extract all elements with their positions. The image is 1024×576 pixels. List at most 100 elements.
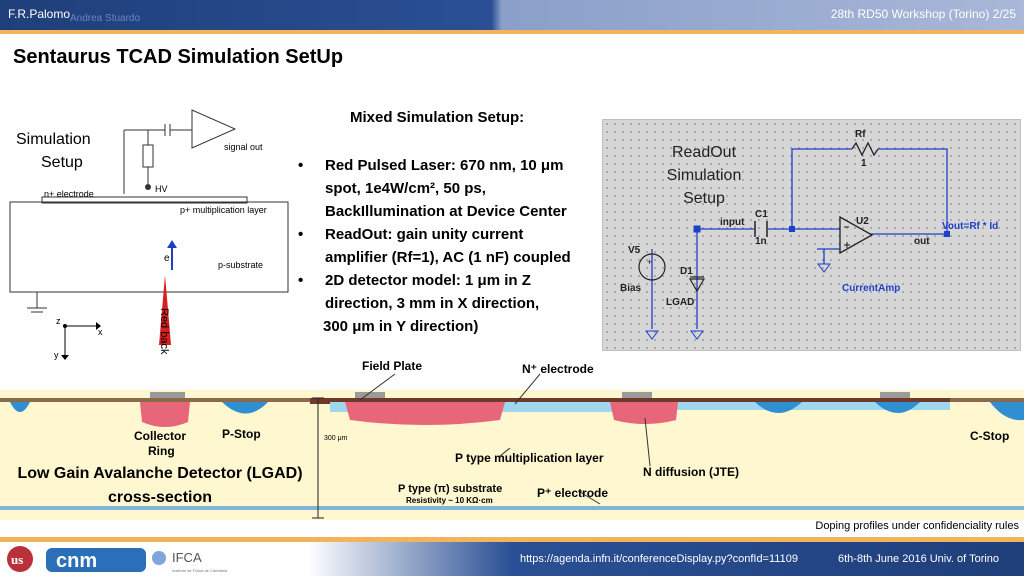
n-implant [345, 402, 505, 425]
bullet-line: Red Pulsed Laser: 670 nm, 10 μm [325, 157, 564, 174]
bullet-line: amplifier (Rf=1), AC (1 nF) coupled [325, 249, 571, 266]
sim-label-line2: Setup [41, 154, 83, 171]
metal-contact [880, 392, 910, 398]
bullet-marker: • [298, 226, 304, 243]
lgad-cross-section-drawing: Field Plate N⁺ electrode Collector Ring … [0, 360, 1024, 519]
bullet-line: spot, 1e4W/cm², 50 ps, [325, 180, 486, 197]
ifca-logo-subtext: Instituto de Física de Cantabria [172, 568, 228, 573]
c-stop-implant [990, 402, 1024, 421]
p-substrate-label: P type (π) substrate [398, 483, 502, 495]
resistor [142, 144, 154, 168]
callout-line [579, 491, 601, 505]
mixed-setup-heading: Mixed Simulation Setup: [350, 109, 525, 126]
electron-arrow-head [167, 240, 177, 248]
p-mult-layer-label: p+ multiplication layer [180, 205, 267, 215]
readout-label-line1: ReadOut [671, 144, 737, 161]
readout-label-line2: Simulation [666, 167, 742, 184]
cnm-logo-bg [46, 548, 146, 572]
seal-mark: us [11, 552, 23, 567]
p-substrate-label: p-substrate [218, 260, 263, 270]
ifca-logo-text: IFCA [172, 550, 202, 565]
c-stop-label: C-Stop [970, 429, 1009, 443]
backside-electrode [0, 506, 1024, 510]
schematic-node [693, 225, 701, 233]
header-ghost-text: Andrea Stuardo [70, 13, 141, 24]
collector-ring-implant [140, 402, 190, 427]
multiplication-layer [41, 196, 248, 204]
laser-beam [159, 275, 171, 345]
collector-ring-label-1: Collector [134, 429, 186, 443]
bullet-line: BackIllumination at Device Center [325, 203, 567, 220]
readout-schematic: + Rf 1 C1 1n input U2 out Vout=Rf * Id V… [620, 129, 998, 340]
c1-value: 1n [755, 236, 767, 247]
lgad-diode [688, 278, 706, 293]
simulation-device-diagram: signal out HV n+ electrode p+ multiplica… [9, 109, 289, 360]
callout-line [514, 373, 541, 405]
p-electrode-label: P⁺ electrode [537, 486, 608, 500]
currentamp-label: CurrentAmp [842, 283, 900, 294]
bullet-line: direction, 3 mm in X direction, [325, 295, 540, 312]
ground-icon [817, 263, 831, 273]
n-electrode-label: n+ electrode [44, 189, 94, 199]
hv-label: HV [155, 184, 168, 194]
p-stop-implant [10, 402, 30, 412]
v5-label: V5 [628, 245, 641, 256]
cnm-logo: cnm [46, 548, 146, 572]
schematic-wire [878, 148, 948, 234]
sim-label-line1: Simulation [16, 131, 91, 148]
signal-out-label: signal out [224, 142, 263, 152]
slide-title: Sentaurus TCAD Simulation SetUp [13, 46, 344, 68]
callout-line [499, 447, 511, 457]
resistivity-label: Resistivity ~ 10 KΩ·cm [406, 496, 493, 505]
collector-ring-label-2: Ring [148, 444, 175, 458]
electron-label: e [164, 253, 170, 264]
cnm-logo-text: cnm [56, 550, 97, 572]
ground-icon [645, 330, 659, 340]
axis-z-label: z [56, 316, 61, 326]
rf-label: Rf [855, 129, 866, 140]
p-stop-implant [222, 402, 268, 414]
lgad-label: LGAD [666, 297, 694, 308]
footer-divider [0, 537, 1024, 542]
amplifier-symbol [191, 109, 237, 149]
footer-bar [0, 542, 1024, 576]
multiplication-layer-band [510, 402, 950, 410]
conference-dates: 6th-8th June 2016 Univ. of Torino [838, 553, 1000, 565]
red-back-label: Red back [158, 308, 170, 355]
p-stop-label: P-Stop [222, 427, 261, 441]
hv-node [145, 184, 151, 190]
device-outline [9, 201, 289, 293]
simulation-setup-label: Simulation Setup [16, 128, 91, 174]
seal-circle [7, 546, 33, 572]
schematic-wire [791, 148, 852, 229]
bias-label: Bias [620, 283, 642, 294]
n-diffusion-label: N diffusion (JTE) [643, 465, 739, 479]
lgad-caption-line2: cross-section [107, 489, 213, 506]
p-stop-implant [875, 402, 920, 413]
author-name: F.R.Palomo [8, 7, 71, 21]
axis-z-dot [63, 324, 67, 328]
top-metal [310, 398, 950, 404]
university-seal-logo: us [7, 546, 33, 572]
bullet-laser: • Red Pulsed Laser: 670 nm, 10 μm spot, … [298, 154, 603, 223]
metal-contact [622, 392, 652, 398]
u2-label: U2 [856, 216, 869, 227]
axis-x-arrow [96, 322, 101, 330]
readout-label-line3: Setup [683, 190, 725, 207]
bullet-line: 2D detector model: 1 μm in Z [325, 272, 531, 289]
header-divider [0, 30, 1024, 34]
bullet-marker: • [298, 272, 304, 289]
ifca-logo-mark [152, 551, 166, 565]
conference-url-link[interactable]: https://agenda.infn.it/conferenceDisplay… [520, 553, 798, 565]
vout-formula: Vout=Rf * Id [942, 221, 998, 232]
ground-icon [690, 330, 704, 340]
axis-y-arrow [61, 355, 69, 360]
axis-x-label: x [98, 327, 103, 337]
input-net-label: input [720, 217, 745, 228]
axis-y-label: y [54, 350, 59, 360]
c1-label: C1 [755, 209, 768, 220]
d1-label: D1 [680, 266, 693, 277]
jte-implant [610, 402, 678, 424]
field-plate-label: Field Plate [362, 360, 422, 373]
rf-resistor [851, 141, 879, 157]
